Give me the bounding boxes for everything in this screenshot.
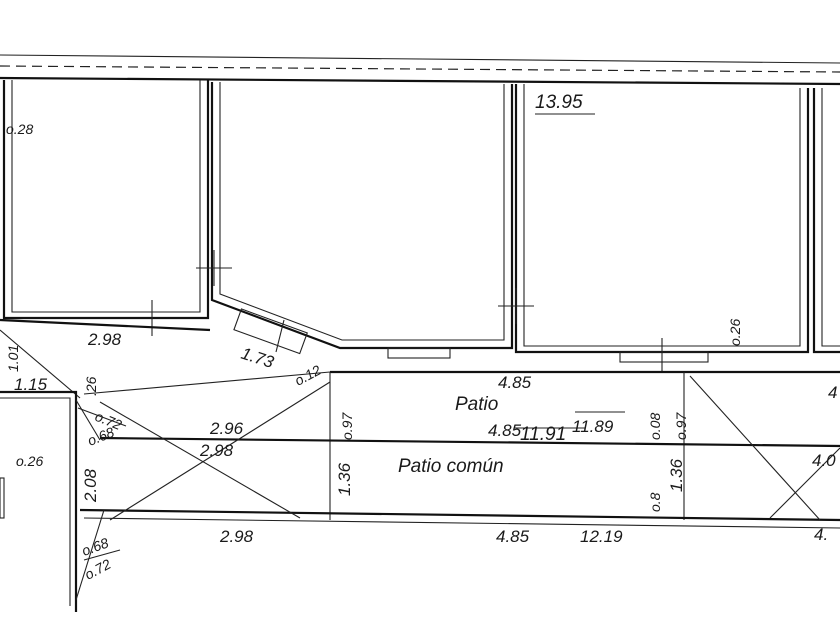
dim-label: o.68 xyxy=(80,534,111,558)
dim-label: 4. xyxy=(814,525,828,544)
dim-label: 4 xyxy=(828,383,837,402)
dim-label: 2.98 xyxy=(219,527,254,546)
dim-label: 1.36 xyxy=(335,462,354,496)
dim-label: 1.15 xyxy=(14,375,48,394)
dim-label: 11.89 xyxy=(572,417,614,436)
dim-label: o.68 xyxy=(85,424,116,449)
dim-label: 4.85 xyxy=(496,527,530,546)
dim-label: 2.98 xyxy=(199,441,234,460)
dim-label: o.97 xyxy=(339,412,355,440)
dim-label: 11.91 xyxy=(520,424,566,445)
dim-label: 2.98 xyxy=(87,330,122,349)
dim-label: o.97 xyxy=(673,412,689,440)
dim-label: o.8 xyxy=(647,492,663,512)
dim-label: 2.08 xyxy=(81,468,100,503)
dim-label: 1.01 xyxy=(5,345,21,372)
dim-label: o.28 xyxy=(6,121,33,137)
dim-label: o.26 xyxy=(727,319,743,346)
room-label-patio-comun: Patio común xyxy=(398,456,504,477)
street-edge xyxy=(0,54,840,86)
dim-label: 4.85 xyxy=(488,421,522,440)
dim-label: 13.95 xyxy=(535,92,583,113)
dim-label: 1.36 xyxy=(667,458,686,492)
building-walls xyxy=(2,80,840,372)
dim-label: 4.85 xyxy=(498,373,532,392)
dim-label: o.08 xyxy=(647,413,663,440)
dim-label: o.12 xyxy=(292,362,324,389)
patio-area xyxy=(0,318,840,612)
dim-label: .26 xyxy=(83,376,99,396)
dim-label: 4.0 xyxy=(812,451,836,470)
dim-label: 1.73 xyxy=(239,344,277,372)
room-label-patio: Patio xyxy=(455,394,498,415)
dim-label: 12.19 xyxy=(580,527,623,546)
dim-label: o.26 xyxy=(16,453,43,469)
dim-label: 2.96 xyxy=(209,419,244,438)
